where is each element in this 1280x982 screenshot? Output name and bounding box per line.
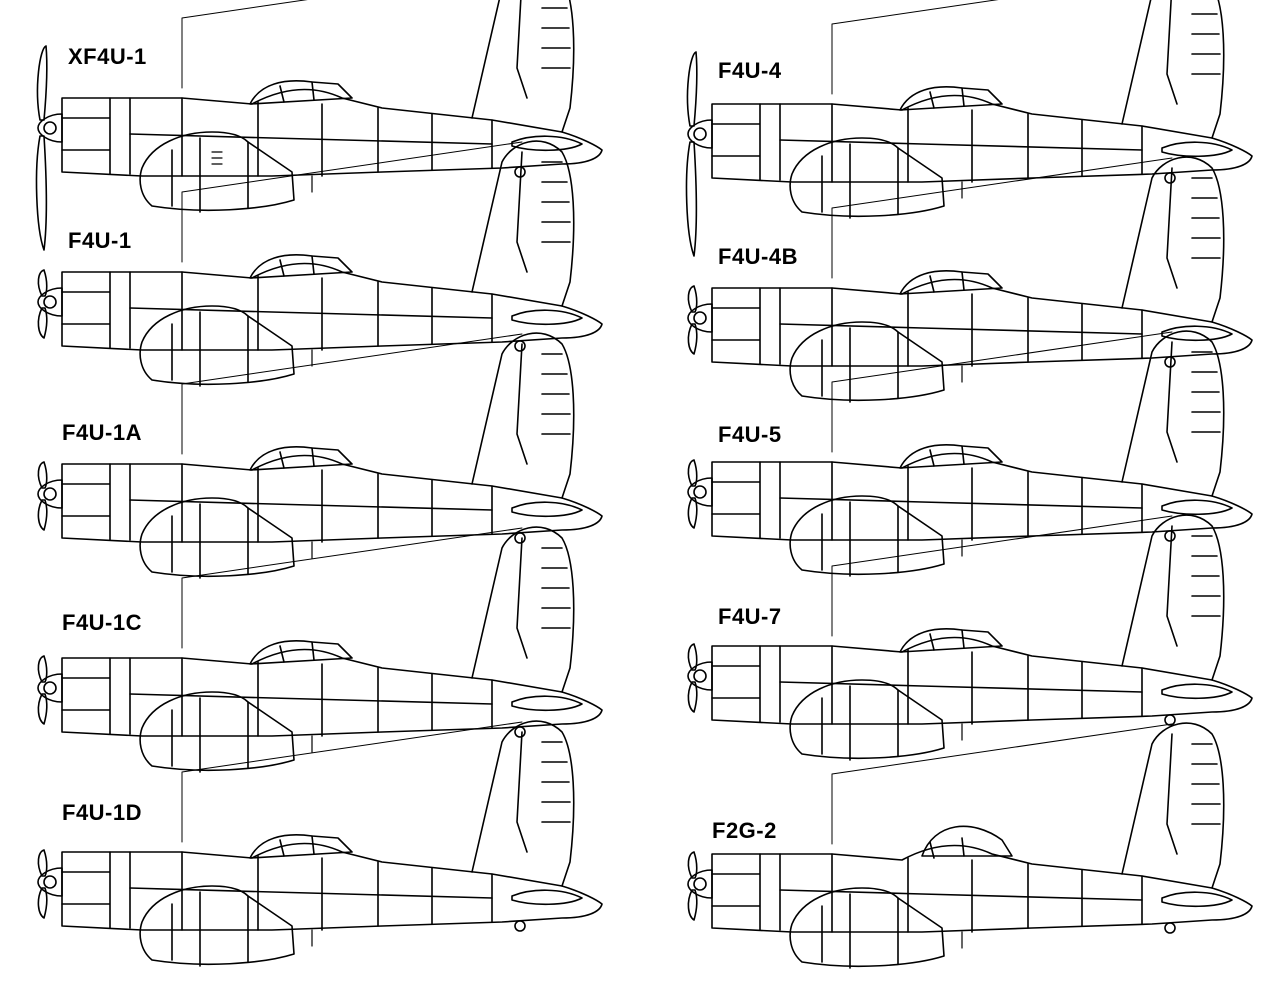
fuselage bbox=[711, 844, 1253, 933]
vertical-tail bbox=[471, 140, 575, 307]
vertical-tail bbox=[1121, 0, 1225, 139]
fuselage bbox=[711, 452, 1253, 541]
canopy bbox=[249, 640, 353, 665]
wing-root bbox=[139, 305, 295, 386]
aircraft-profile-f2g-2 bbox=[687, 722, 1253, 969]
vertical-tail bbox=[1121, 330, 1225, 497]
propeller-icon bbox=[687, 851, 713, 921]
label-f4u-5: F4U-5 bbox=[718, 422, 782, 447]
wing-root bbox=[789, 679, 945, 760]
aircraft-profile-f4u-7 bbox=[687, 514, 1253, 761]
aircraft-profile-f4u-1c bbox=[37, 526, 603, 773]
aircraft-profile-f4u-5 bbox=[687, 330, 1253, 577]
label-f4u-1: F4U-1 bbox=[68, 228, 132, 253]
propeller-icon bbox=[687, 285, 713, 355]
fuselage bbox=[61, 262, 603, 351]
propeller-icon bbox=[687, 643, 713, 713]
aircraft-profile-f4u-1 bbox=[37, 140, 603, 387]
fuselage bbox=[711, 636, 1253, 725]
aircraft-profile-f4u-4b bbox=[687, 156, 1253, 403]
wing-root bbox=[139, 885, 295, 966]
wing-root bbox=[789, 137, 945, 218]
label-f4u-1a: F4U-1A bbox=[62, 420, 143, 445]
vertical-tail bbox=[1121, 514, 1225, 681]
label-f4u-1d: F4U-1D bbox=[62, 800, 143, 825]
fuselage bbox=[61, 454, 603, 543]
propeller-icon bbox=[687, 459, 713, 529]
wing-root bbox=[789, 321, 945, 402]
label-f4u-4b: F4U-4B bbox=[718, 244, 799, 269]
label-xf4u-1: XF4U-1 bbox=[68, 44, 147, 69]
canopy bbox=[899, 270, 1003, 295]
canopy bbox=[899, 628, 1003, 653]
aircraft-profile-xf4u-1 bbox=[35, 0, 603, 251]
vertical-tail bbox=[471, 0, 575, 133]
propeller-icon bbox=[685, 51, 713, 257]
label-f4u-7: F4U-7 bbox=[718, 604, 782, 629]
fuselage bbox=[61, 648, 603, 737]
propeller-icon bbox=[37, 849, 63, 919]
fuselage bbox=[61, 842, 603, 931]
canopy bbox=[249, 254, 353, 279]
fuselage bbox=[711, 94, 1253, 183]
label-f4u-4: F4U-4 bbox=[718, 58, 782, 83]
fuselage bbox=[711, 278, 1253, 367]
aircraft-profile-f4u-1d bbox=[37, 720, 603, 967]
canopy bbox=[921, 825, 1013, 857]
wing-root bbox=[139, 691, 295, 772]
vertical-tail bbox=[1121, 156, 1225, 323]
aircraft-profile-f4u-1a bbox=[37, 332, 603, 579]
vertical-tail bbox=[471, 526, 575, 693]
wing-root bbox=[789, 887, 945, 968]
label-f4u-1c: F4U-1C bbox=[62, 610, 143, 635]
fuselage bbox=[61, 88, 603, 177]
canopy bbox=[249, 80, 353, 105]
wing-root bbox=[139, 497, 295, 578]
propeller-icon bbox=[37, 269, 63, 339]
wing-root bbox=[139, 131, 295, 212]
vertical-tail bbox=[1121, 722, 1225, 889]
label-f2g-2: F2G-2 bbox=[712, 818, 777, 843]
propeller-icon bbox=[35, 45, 63, 251]
propeller-icon bbox=[37, 461, 63, 531]
canopy bbox=[899, 86, 1003, 111]
wing-root bbox=[789, 495, 945, 576]
aircraft-profile-f4u-4 bbox=[685, 0, 1253, 257]
canopy bbox=[899, 444, 1003, 469]
propeller-icon bbox=[37, 655, 63, 725]
canopy bbox=[249, 446, 353, 471]
canopy bbox=[249, 834, 353, 859]
vertical-tail bbox=[471, 720, 575, 887]
vertical-tail bbox=[471, 332, 575, 499]
